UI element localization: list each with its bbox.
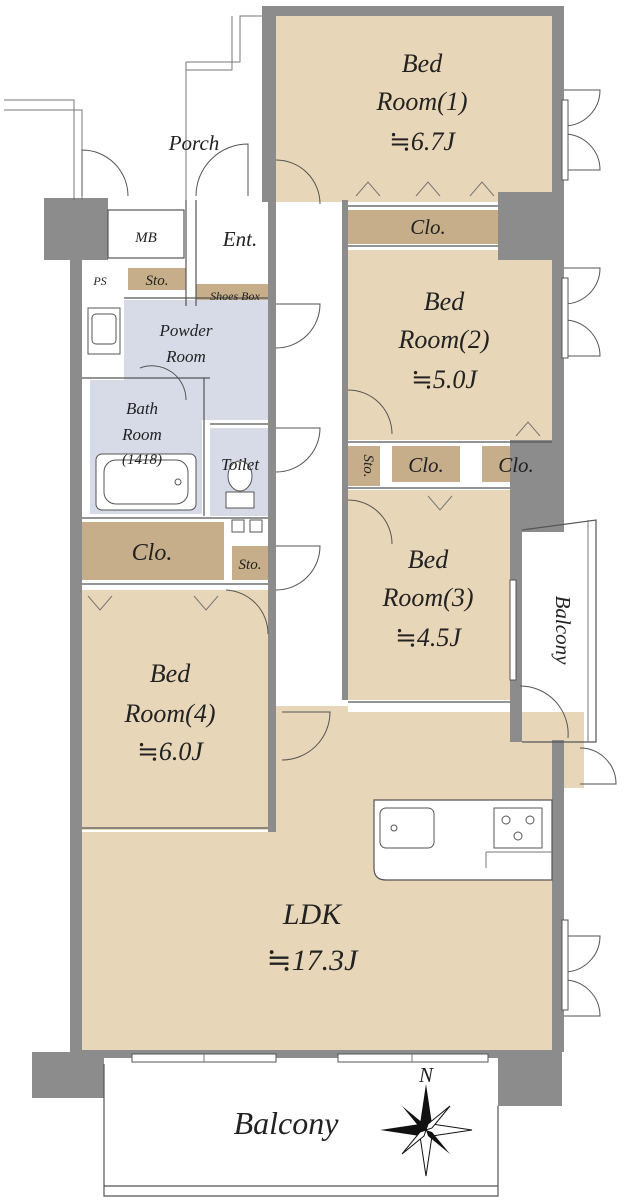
bedroom1-name-line1: Bed [402, 49, 443, 78]
closet-bedroom2-b-label: Clo. [498, 453, 534, 477]
wall-right-ldk [552, 740, 564, 1052]
bedroom3-name-line2: Room(3) [382, 583, 474, 612]
storage-toilet-label: Sto. [239, 557, 262, 573]
closet-bedroom4-label: Clo. [132, 540, 173, 566]
kitchen-counter [373, 799, 553, 881]
bath-room-label-line2: Room [121, 425, 162, 444]
column-right [498, 192, 564, 260]
powder-room-label-line1: Powder [159, 321, 213, 340]
column-mb [44, 198, 108, 260]
main-balcony-label: Balcony [234, 1105, 340, 1141]
toilet-fixture [225, 460, 263, 533]
wall-bottom [70, 1050, 560, 1058]
storage-toilet [232, 546, 268, 580]
wall-top-bed1 [262, 6, 564, 16]
bedroom2-name-line2: Room(2) [398, 325, 490, 354]
bedroom3-size: ≒4.5J [395, 623, 462, 652]
closet-bedroom1 [348, 210, 498, 244]
powder-room-label-line2: Room [165, 347, 206, 366]
bathtub [95, 453, 197, 511]
column-bottom-right [498, 1052, 562, 1106]
wall-outer-left [70, 200, 82, 1052]
wall-hall-left [268, 200, 276, 832]
bedroom1-name-line2: Room(1) [376, 87, 468, 116]
bedroom4-name-line2: Room(4) [124, 699, 216, 728]
shoes-box-label: Shoes Box [210, 289, 260, 303]
bedroom4-name-line1: Bed [150, 659, 191, 688]
ldk-name: LDK [282, 898, 343, 931]
storage-hall-label: Sto. [360, 455, 376, 478]
wall-right-mid [510, 440, 564, 532]
bath-room-label-line1: Bath [126, 399, 158, 418]
ldk-area [82, 706, 584, 1052]
closet-bedroom2-a [392, 446, 460, 482]
bedroom2-name-line1: Bed [424, 287, 465, 316]
bedroom1-size: ≒6.7J [389, 127, 456, 156]
main-balcony-outline [103, 1064, 499, 1197]
closet-bedroom4 [82, 522, 224, 580]
column-bottom-left [32, 1052, 104, 1098]
window-bottom [131, 1053, 489, 1063]
side-balcony-outline [521, 519, 597, 743]
storage-entry-label: Sto. [146, 273, 169, 289]
bedroom4-size: ≒6.0J [137, 737, 204, 766]
bedroom2-area [348, 250, 554, 440]
bedroom3-area [348, 490, 510, 700]
storage-entry [128, 268, 186, 290]
toilet-label: Toilet [221, 455, 260, 474]
bedroom1-area [276, 14, 554, 202]
bedroom3-name-line1: Bed [408, 545, 449, 574]
closet-bedroom1-label: Clo. [410, 215, 446, 239]
mb-box [107, 209, 185, 259]
wall-hall-right [342, 200, 348, 700]
wall-left-bed1 [262, 6, 276, 202]
north-compass-icon [380, 1084, 473, 1177]
storage-hall [348, 446, 380, 486]
powder-sink [87, 307, 121, 355]
porch-label: Porch [168, 131, 220, 155]
bedroom4-area [82, 590, 268, 830]
ldk-size: ≒17.3J [267, 944, 360, 977]
side-balcony-label: Balcony [551, 596, 575, 665]
mb-label: MB [134, 230, 157, 246]
bath-room-label-line3: (1418) [122, 452, 162, 468]
bedroom2-size: ≒5.0J [411, 365, 478, 394]
closet-bedroom2-a-label: Clo. [408, 453, 444, 477]
ps-label: PS [92, 274, 106, 288]
entrance-label: Ent. [222, 227, 257, 251]
north-label: N [418, 1063, 434, 1087]
